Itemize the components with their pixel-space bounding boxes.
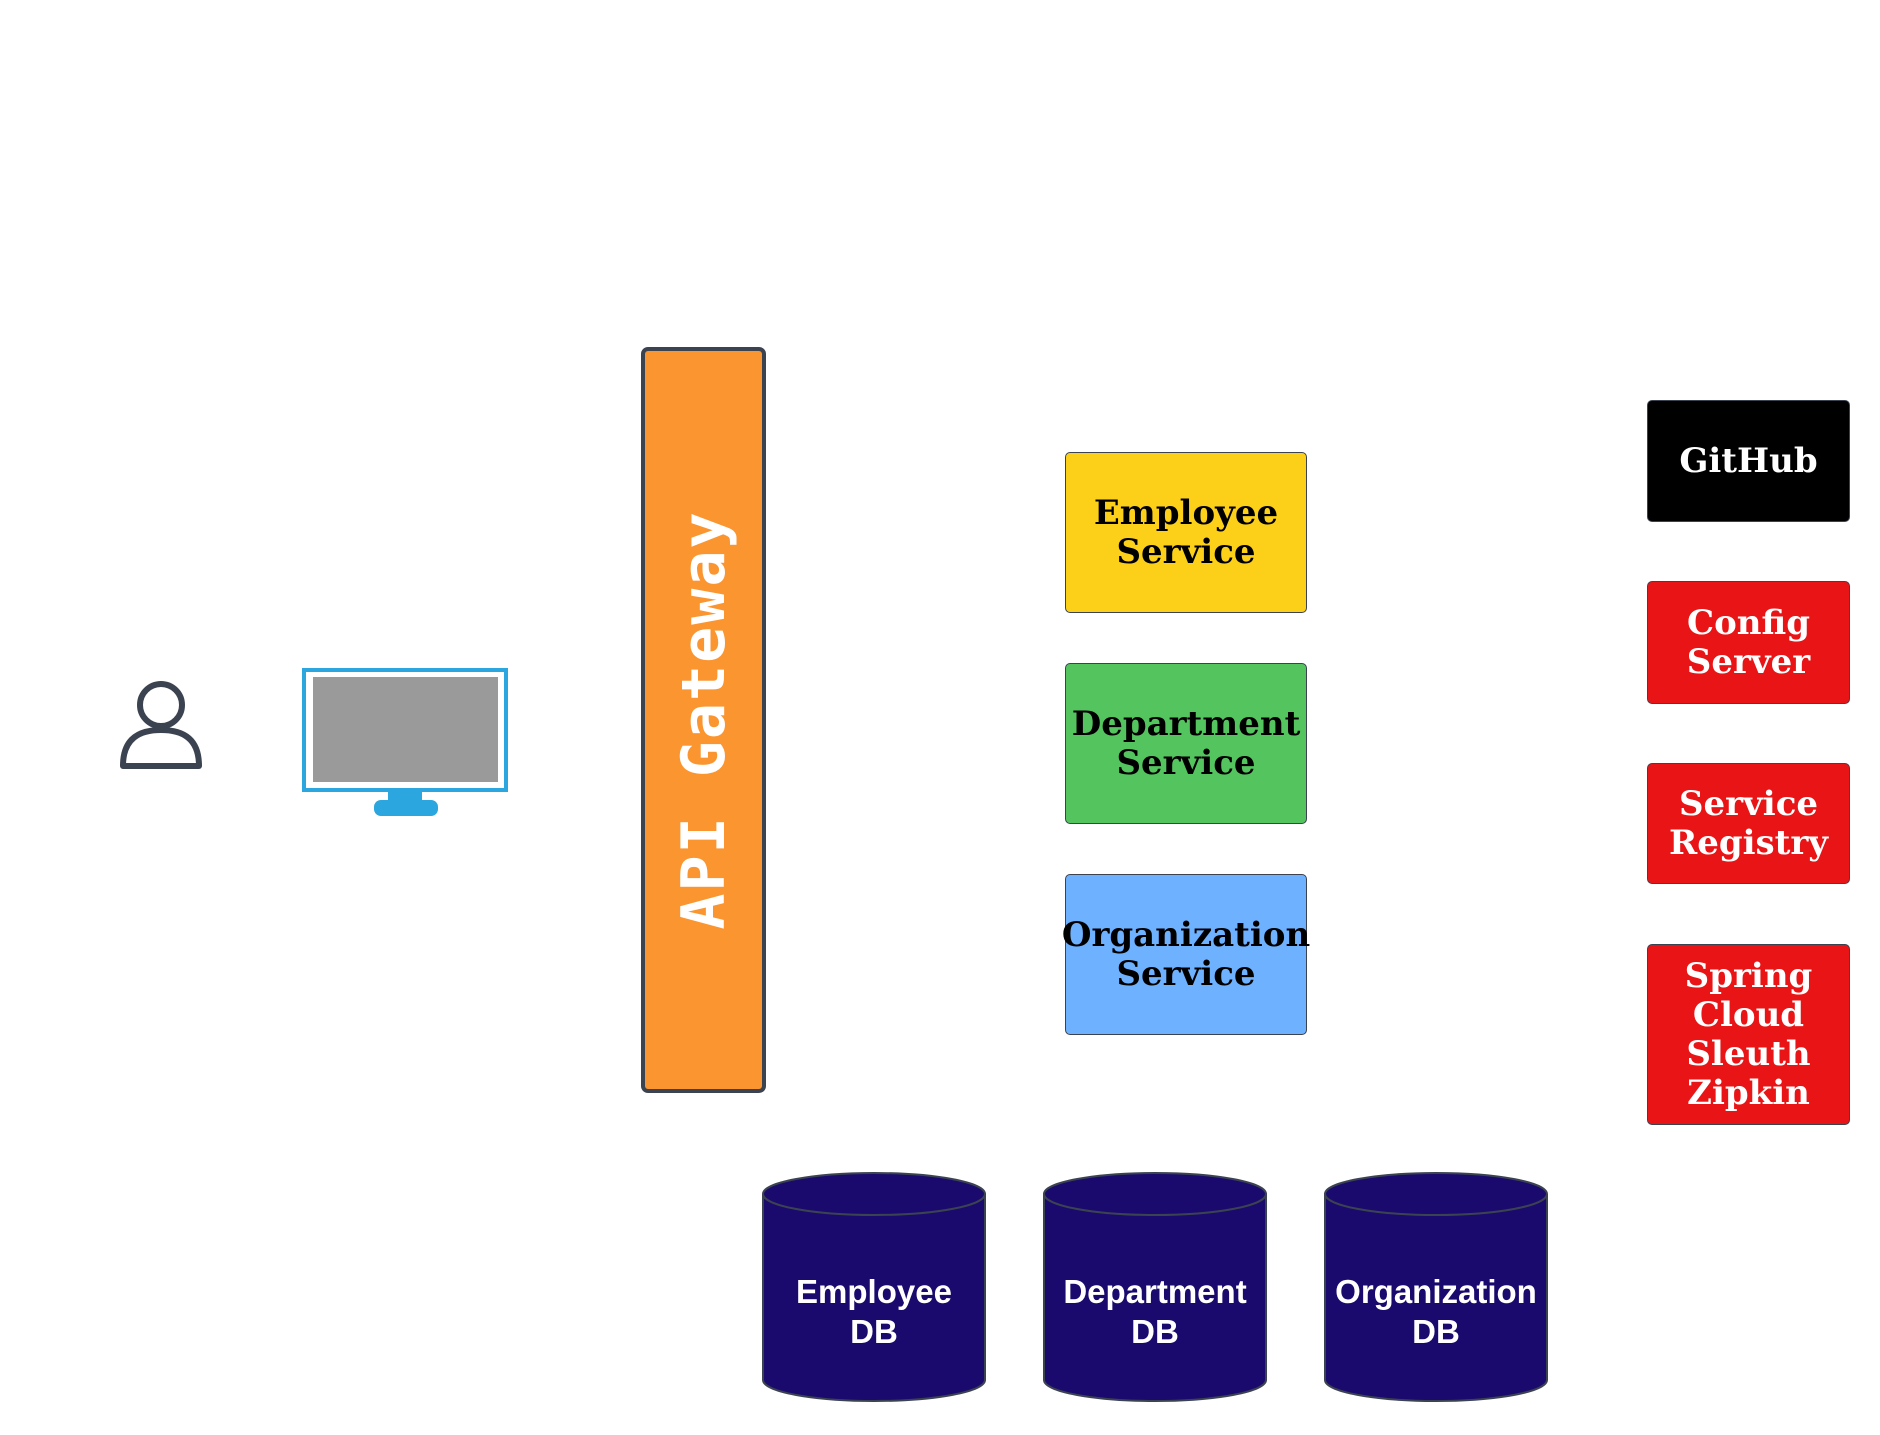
sleuth-label-line: Sleuth <box>1686 1033 1811 1074</box>
service-label-line: Organization <box>1061 914 1311 955</box>
service-label-line: Department <box>1071 703 1301 744</box>
api-gateway-label: API Gateway <box>668 510 739 930</box>
department-service: Department Service <box>1065 663 1307 824</box>
user-icon <box>118 678 204 770</box>
config-server: Config Server <box>1647 581 1850 704</box>
database-cylinder-icon <box>1043 1172 1267 1402</box>
github-box: GitHub <box>1647 400 1850 522</box>
service-registry-label-line: Registry <box>1668 822 1829 863</box>
db-label-line: Employee <box>796 1273 952 1310</box>
api-gateway: API Gateway <box>641 347 766 1093</box>
service-label-line: Service <box>1116 742 1256 783</box>
sleuth-label-line: Cloud <box>1692 994 1805 1035</box>
service-label-line: Service <box>1116 531 1256 572</box>
spring-cloud-sleuth-zipkin: Spring Cloud Sleuth Zipkin <box>1647 944 1850 1125</box>
config-server-label-line: Config <box>1687 602 1810 643</box>
monitor-icon <box>302 668 508 818</box>
service-registry-label-line: Service <box>1678 783 1819 824</box>
sleuth-label-line: Spring <box>1684 955 1813 996</box>
db-label-line: DB <box>1131 1313 1179 1350</box>
db-label-line: DB <box>1412 1313 1460 1350</box>
service-registry: Service Registry <box>1647 763 1850 884</box>
department-db: Department DB <box>1043 1172 1267 1402</box>
organization-service: Organization Service <box>1061 874 1311 1035</box>
github-label: GitHub <box>1679 440 1818 481</box>
db-label-line: DB <box>850 1313 898 1350</box>
service-label-line: Employee <box>1093 492 1279 533</box>
db-label-line: Department <box>1063 1273 1247 1310</box>
database-cylinder-icon <box>762 1172 986 1402</box>
db-label-line: Organization <box>1335 1273 1537 1310</box>
organization-db: Organization DB <box>1324 1172 1548 1402</box>
database-cylinder-icon <box>1324 1172 1548 1402</box>
service-label-line: Service <box>1116 953 1256 994</box>
employee-db: Employee DB <box>762 1172 986 1402</box>
config-server-label-line: Server <box>1686 641 1811 682</box>
employee-service: Employee Service <box>1065 452 1307 613</box>
sleuth-label-line: Zipkin <box>1687 1072 1810 1113</box>
